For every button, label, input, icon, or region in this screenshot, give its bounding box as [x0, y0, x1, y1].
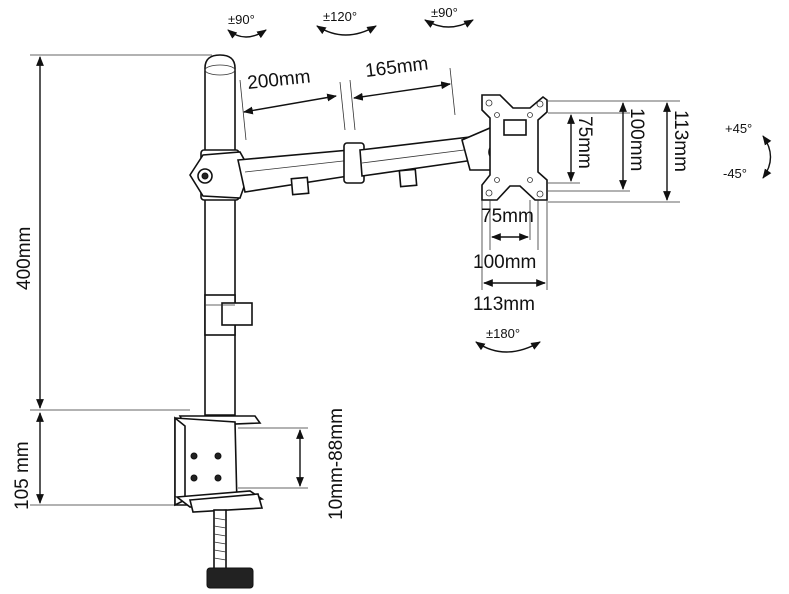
tilt-down-label: -45° — [723, 166, 747, 181]
vesa-113-horizontal-label: 113mm — [473, 294, 535, 315]
arm-segment-1-dimension: 200mm — [239, 66, 346, 141]
clamp-height-dimension: 105 mm — [12, 412, 190, 510]
rotation-indicator-left: ±90° — [227, 12, 267, 39]
desk-thickness-dimension: 10mm-88mm — [238, 408, 347, 520]
rotation-label-middle: ±120° — [323, 9, 357, 24]
pole-height-dimension: 400mm — [14, 54, 212, 411]
vesa-plate — [481, 94, 548, 201]
rotation-label-right: ±90° — [431, 5, 458, 20]
arm-segment-2-dimension: 165mm — [349, 53, 456, 131]
tilt-indicator: +45° -45° — [723, 121, 772, 181]
rotation-indicator-plate: ±180° — [475, 326, 541, 353]
rotation-indicator-middle: ±120° — [316, 9, 377, 36]
rotation-label-left: ±90° — [228, 12, 255, 27]
vesa-75-vertical-label: 75mm — [574, 116, 595, 169]
clamp-height-label: 105 mm — [12, 441, 33, 510]
vesa-100-horizontal-label: 100mm — [473, 252, 536, 273]
monitor-arm — [189, 127, 523, 199]
vesa-100-vertical-label: 100mm — [626, 108, 647, 171]
vesa-vertical-dimensions: 75mm 100mm 113mm — [548, 100, 691, 203]
vesa-113-vertical-label: 113mm — [670, 110, 691, 172]
vesa-75-horizontal-label: 75mm — [481, 206, 534, 227]
tilt-up-label: +45° — [725, 121, 752, 136]
desk-thickness-label: 10mm-88mm — [326, 408, 347, 520]
desk-clamp — [174, 415, 265, 589]
arm-segment-2-label: 165mm — [364, 53, 429, 82]
vesa-horizontal-dimensions: 75mm 100mm 113mm — [473, 200, 548, 315]
rotation-label-plate: ±180° — [486, 326, 520, 341]
rotation-indicator-right: ±90° — [424, 5, 474, 28]
pole-height-label: 400mm — [14, 227, 35, 290]
mounting-pole — [200, 54, 253, 416]
arm-segment-1-label: 200mm — [246, 66, 311, 94]
